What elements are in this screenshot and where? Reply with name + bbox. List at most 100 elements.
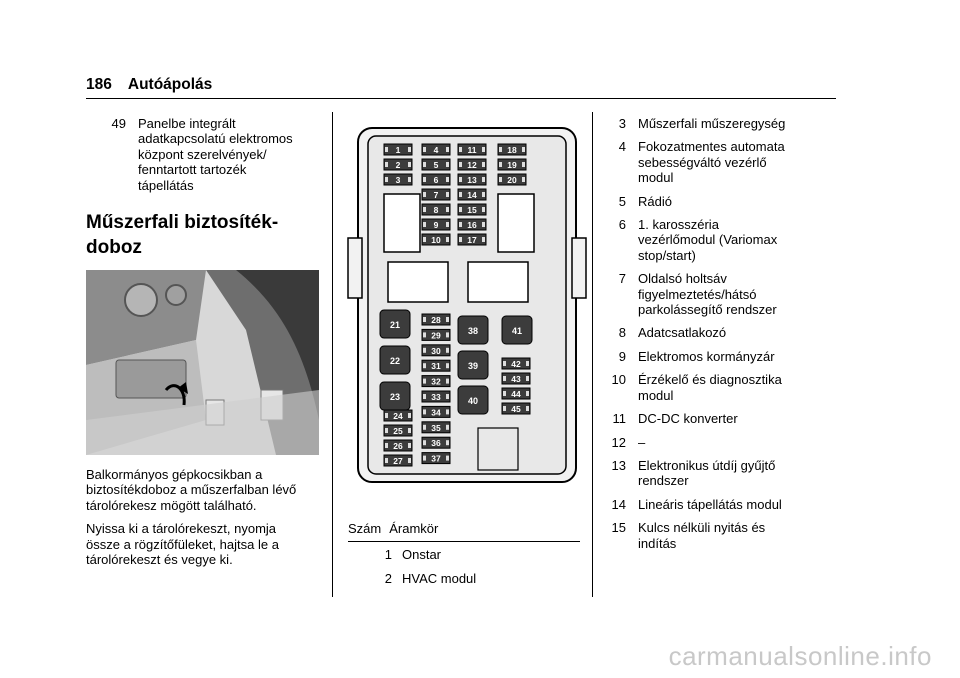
fuse-small: 20 (497, 173, 527, 186)
section-title: Műszerfali biztosíték- doboz (86, 210, 326, 260)
fuse-small: 26 (383, 439, 413, 452)
fuse-label: 11 (468, 145, 477, 155)
fuse-box-svg: 1234567891011121314151617181920212223242… (347, 127, 587, 483)
list-item-number: 7 (618, 271, 626, 287)
line: vezérlőmodul (Variomax (638, 232, 778, 248)
list-item-number: 4 (618, 139, 626, 155)
line: 1. karosszéria (638, 217, 719, 233)
fuse-label: 16 (467, 220, 477, 230)
header-rule (86, 98, 836, 99)
line: Panelbe integrált (138, 116, 236, 131)
list-item-number: 3 (618, 116, 626, 131)
line: Érzékelő és diagnosztika (638, 372, 782, 388)
line: Elektronikus útdíj gyűjtő (638, 457, 776, 473)
list-item-number: 6 (618, 217, 626, 233)
fuse-label: 26 (393, 441, 403, 451)
line: sebességváltó vezérlő (638, 154, 767, 170)
dashboard-photo (86, 270, 319, 455)
fuse-label: 13 (467, 175, 477, 185)
fuse-label: 35 (431, 423, 441, 433)
fuse-label: 32 (431, 377, 441, 387)
fuse-label: 3 (396, 175, 401, 185)
page-header: 186 Autóápolás (86, 76, 212, 94)
fuse-small: 24 (383, 409, 413, 422)
fuse-label: 28 (431, 315, 441, 325)
list-item-3: 3 Műszerfali műszeregység (598, 116, 838, 131)
dashboard-illustration (86, 270, 319, 455)
list-item-number: 11 (612, 411, 627, 427)
list-item-12: 12– (598, 435, 838, 450)
line: rendszer (638, 473, 689, 489)
watermark: carmanualsonline.info (668, 641, 932, 671)
line: biztosítékdoboz a műszerfalban lévő (86, 482, 297, 498)
fuse-small: 16 (457, 218, 487, 231)
fuse-small: 28 (421, 313, 451, 326)
fuse-large: 40 (457, 385, 489, 415)
fuse-small: 4 (421, 143, 451, 156)
line: Lineáris tápellátás modul (638, 496, 782, 512)
fuse-small: 43 (501, 372, 531, 385)
list-item-number: 9 (618, 348, 626, 364)
list-item-number: 15 (611, 520, 626, 536)
line: tárolórekeszt és vegye ki. (86, 552, 233, 568)
fuse-label: 4 (434, 145, 439, 155)
line: parkolássegítő rendszer (638, 302, 777, 318)
list-item-text: Adatcsatlakozó (638, 325, 838, 340)
column-divider-right (592, 112, 593, 597)
line: Fokozatmentes automata (638, 139, 785, 155)
fuse-small: 44 (501, 387, 531, 400)
line: Oldalsó holtsáv (638, 271, 727, 287)
column-header-number: Szám (348, 521, 382, 536)
list-item-text: Elektromos kormányzár (638, 349, 838, 364)
fuse-small: 18 (497, 143, 527, 156)
fuse-large: 22 (379, 345, 411, 375)
fuse-label: 34 (431, 407, 441, 417)
fuse-small: 13 (457, 173, 487, 186)
fuse-small: 6 (421, 173, 451, 186)
fuse-small: 31 (421, 359, 451, 372)
fuse-label: 41 (512, 326, 522, 336)
fuse-label: 39 (468, 361, 478, 371)
line: stop/start) (638, 247, 696, 263)
paragraph: Balkormányos gépkocsikban a biztosítékdo… (86, 467, 326, 513)
fuse-label: 31 (431, 361, 441, 371)
list-item-text: Panelbe integrált adatkapcsolatú elektro… (138, 116, 326, 193)
line: Rádió (638, 193, 672, 209)
fuse-label: 36 (431, 438, 441, 448)
list-item-text: Rádió (638, 194, 838, 209)
fuse-small: 34 (421, 405, 451, 418)
fuse-label: 12 (467, 160, 477, 170)
fuse-label: 29 (431, 330, 441, 340)
fuse-small: 17 (457, 233, 487, 246)
fuse-label: 6 (434, 175, 439, 185)
list-item-number: 13 (611, 457, 626, 473)
list-item-number: 49 (111, 116, 126, 131)
fuse-small: 29 (421, 328, 451, 341)
fuse-label: 25 (393, 426, 403, 436)
fuse-label: 14 (467, 190, 477, 200)
line: figyelmeztetés/hátsó (638, 286, 757, 302)
left-list: 49 Panelbe integrált adatkapcsolatú elek… (86, 116, 326, 201)
line: központ szerelvények/ (138, 146, 267, 162)
fuse-small: 30 (421, 344, 451, 357)
list-item-text: Műszerfali műszeregység (638, 116, 838, 131)
line: Műszerfali műszeregység (638, 116, 786, 131)
fuse-small: 2 (383, 158, 413, 171)
line: DC-DC konverter (638, 411, 738, 427)
list-item-number: 12 (611, 434, 626, 450)
list-item-text: DC-DC konverter (638, 411, 838, 426)
line: Nyissa ki a tárolórekeszt, nyomja (86, 521, 277, 537)
fuse-label: 27 (393, 456, 403, 466)
